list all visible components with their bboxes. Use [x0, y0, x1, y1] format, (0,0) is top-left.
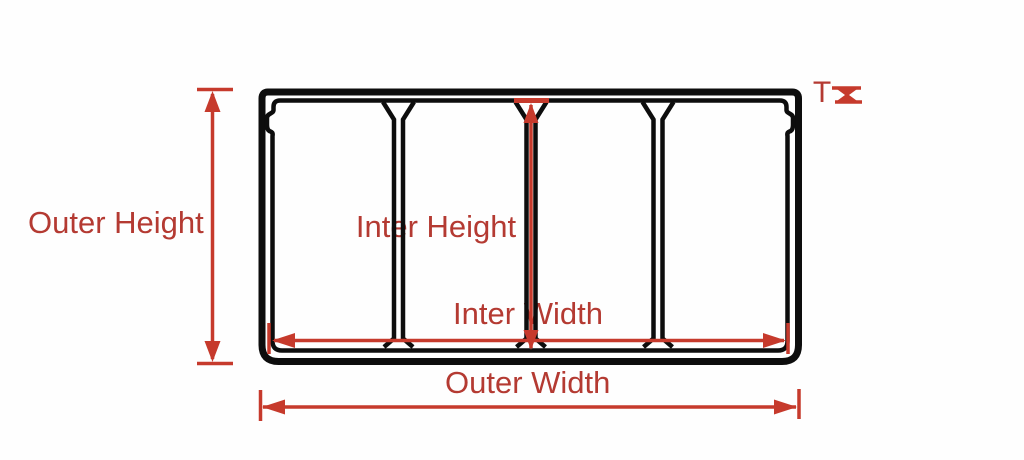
inter-width-label: Inter Width [453, 296, 603, 331]
arrow-down-icon [523, 330, 539, 350]
arrow-left-icon [272, 333, 295, 348]
thickness-arrows-icon [837, 89, 857, 101]
arrow-up-icon [204, 91, 221, 112]
inter-height-label: Inter Height [355, 209, 517, 244]
rib-3 [640, 100, 676, 349]
arrow-right-icon [774, 399, 797, 415]
arrow-right-icon [763, 333, 786, 348]
arrow-left-icon [262, 399, 285, 415]
thickness-label: T [812, 76, 832, 109]
arrow-up-icon [523, 103, 539, 123]
outer-width-label: Outer Width [445, 365, 611, 400]
outer-height-label: Outer Height [28, 205, 204, 240]
arrow-down-icon [204, 341, 221, 362]
